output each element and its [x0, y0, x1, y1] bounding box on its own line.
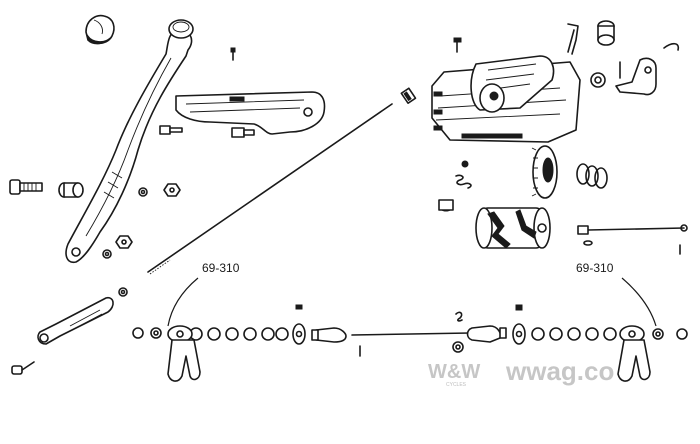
bushing — [597, 20, 615, 46]
oil-seal — [590, 72, 606, 88]
nut — [138, 187, 148, 197]
bracket-bolt-left — [159, 125, 183, 135]
washer — [102, 249, 112, 259]
detent-spring — [455, 174, 472, 189]
shift-fork-right — [617, 325, 651, 382]
fork-rod — [351, 332, 471, 336]
shift-drum — [475, 207, 551, 249]
shift-rod — [147, 103, 393, 275]
watermark-brand: W&W — [428, 361, 480, 383]
bracket-bolt-right — [231, 127, 255, 138]
detent-plug — [438, 199, 454, 212]
nut — [163, 183, 181, 197]
cotter-pin — [567, 23, 579, 55]
springs — [576, 163, 608, 189]
clip — [455, 311, 463, 322]
leader-line — [167, 277, 199, 327]
end-plug-right — [466, 325, 507, 343]
nut — [115, 235, 133, 249]
washer — [452, 341, 464, 353]
fork-bolt — [292, 304, 306, 345]
watermark-small: CYCLES — [446, 382, 467, 388]
end-plug-left — [311, 327, 347, 343]
pivot-bolt — [9, 179, 43, 195]
small-screw — [230, 47, 236, 61]
small-pin — [583, 240, 681, 255]
callout-left: 69-310 — [167, 261, 240, 327]
housing-screw — [453, 37, 462, 53]
callout-label: 69-310 — [576, 261, 614, 275]
spacer-bushing — [58, 182, 84, 198]
shift-knob — [85, 14, 115, 45]
fork-bolt — [512, 304, 526, 345]
clevis-rod — [37, 296, 114, 345]
shift-arm — [615, 42, 680, 96]
shift-fork-left — [167, 325, 201, 382]
gear — [531, 145, 558, 199]
rod-end-nut — [400, 87, 417, 105]
lever-bracket — [175, 91, 326, 135]
shifter-shaft — [577, 224, 688, 235]
washers-row-right — [531, 327, 688, 341]
watermark-site: wwag.co — [505, 356, 614, 386]
watermark: W&W CYCLES wwag.co — [428, 356, 614, 388]
nut — [118, 287, 128, 297]
washers-row-left — [132, 327, 289, 341]
detent-ball — [461, 160, 469, 168]
gearbox-housing — [431, 55, 581, 143]
clevis-screw — [11, 361, 35, 375]
leader-line — [621, 277, 657, 327]
shift-lever — [65, 19, 194, 264]
callout-label: 69-310 — [202, 261, 240, 275]
callout-right: 69-310 — [576, 261, 657, 327]
